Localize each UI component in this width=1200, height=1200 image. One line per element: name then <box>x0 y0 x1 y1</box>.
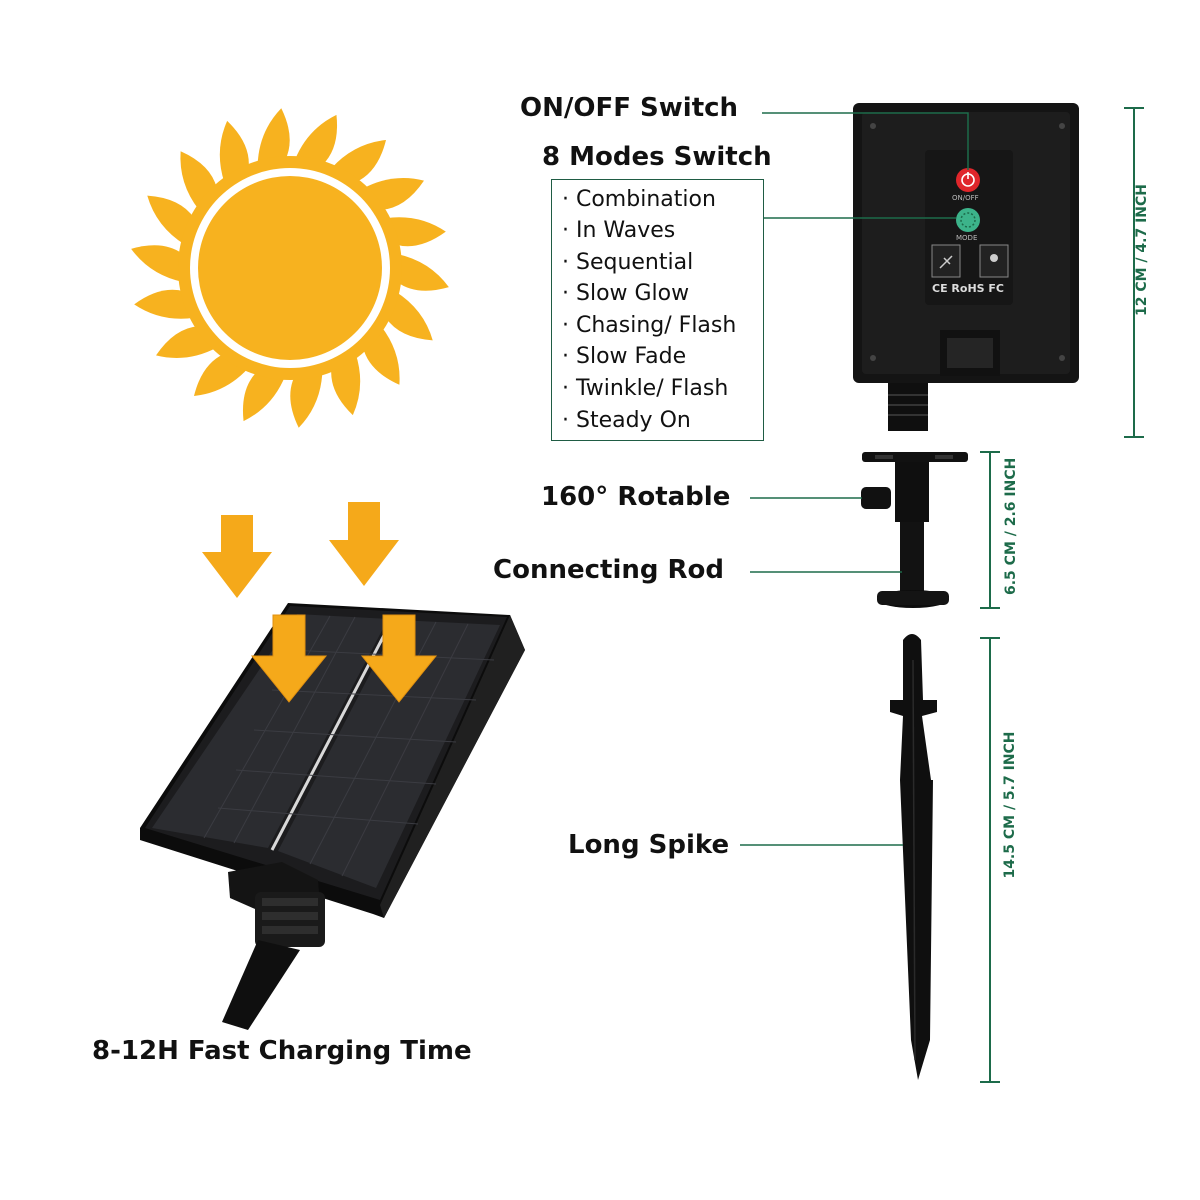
sun-ray <box>131 245 183 283</box>
mode-item: · Twinkle/ Flash <box>562 376 729 401</box>
mode-item: · Chasing/ Flash <box>562 313 737 338</box>
dimension-lines <box>980 107 1144 1083</box>
mode-item: · Combination <box>562 187 716 212</box>
down-arrow-icon <box>202 515 272 598</box>
certification-marks: CE RoHS FC <box>932 282 1004 295</box>
modes-list: · Combination · In Waves · Sequential · … <box>551 179 764 441</box>
mode-item: · Sequential <box>562 250 694 275</box>
sun-ray <box>134 289 195 319</box>
connecting-rod <box>861 452 968 608</box>
charging-time-label: 8-12H Fast Charging Time <box>92 1036 472 1066</box>
sun-ray <box>290 371 323 428</box>
sun-ray <box>147 195 195 245</box>
modes-switch-title: 8 Modes Switch <box>542 142 772 172</box>
mode-item: · Steady On <box>562 408 691 433</box>
sun-ray <box>385 217 446 247</box>
spike-dimension-label: 14.5 CM / 5.7 INCH <box>1002 731 1018 879</box>
on-off-switch-label: ON/OFF Switch <box>520 93 739 123</box>
sun-ray <box>219 120 249 183</box>
sun-core <box>198 176 382 360</box>
sun-icon <box>131 108 449 428</box>
controller-box <box>853 103 1079 431</box>
down-arrow-icon <box>329 502 399 586</box>
connecting-rod-label: Connecting Rod <box>493 555 725 585</box>
mode-item: · In Waves <box>562 218 676 243</box>
down-arrow-icon <box>360 614 438 703</box>
leader-lines <box>740 112 969 846</box>
sun-ray <box>242 371 286 422</box>
solar-panel <box>140 603 525 1030</box>
rotatable-label: 160° Rotable <box>541 482 731 512</box>
sun-ray <box>385 291 433 341</box>
down-arrow-icon <box>250 614 328 703</box>
mode-item: · Slow Glow <box>562 281 690 306</box>
device-mode-text: MODE <box>956 234 978 242</box>
long-spike-label: Long Spike <box>568 830 730 860</box>
mode-item: · Slow Fade <box>562 344 687 369</box>
rod-dimension-label: 6.5 CM / 2.6 INCH <box>1003 457 1019 595</box>
sun-ray <box>257 108 290 165</box>
sun-ray <box>331 353 361 416</box>
sun-ray <box>294 114 338 165</box>
box-dimension-label: 12 CM / 4.7 INCH <box>1134 183 1150 316</box>
sun-ray <box>397 253 449 291</box>
device-on-off-text: ON/OFF <box>952 194 979 202</box>
ground-spike <box>890 634 937 1080</box>
